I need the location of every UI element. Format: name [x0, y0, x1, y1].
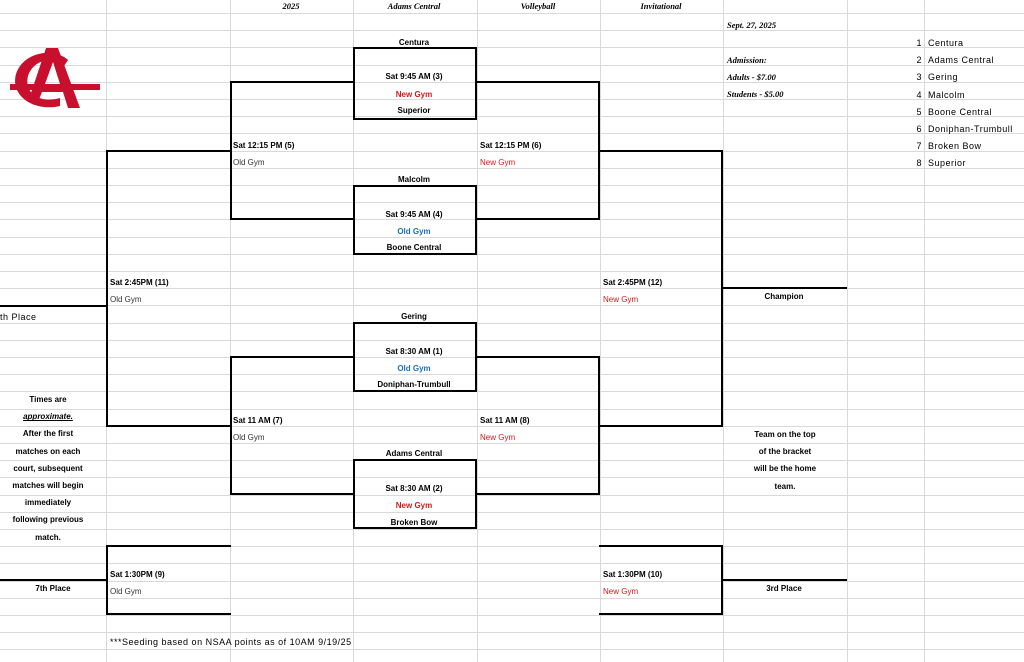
team-doniphan-trumbull: Doniphan-Trumbull [377, 380, 451, 389]
match-8-gym: New Gym [480, 433, 516, 442]
seed-number: 8 [916, 158, 922, 169]
admission-adults: Adults - $7.00 [727, 72, 776, 82]
home-note-line: team. [774, 481, 796, 491]
seed-number: 1 [916, 38, 922, 48]
home-note-line: Team on the top [754, 430, 816, 439]
match-2-time: Sat 8:30 AM (2) [385, 484, 443, 493]
header-sport: Volleyball [520, 1, 556, 11]
times-note-line: immediately [24, 498, 72, 508]
champion-label: Champion [764, 292, 804, 301]
match-10-time: Sat 1:30PM (10) [603, 570, 663, 579]
seed-number: 6 [916, 124, 922, 134]
team-adams-central: Adams Central [385, 449, 443, 458]
seed-number: 5 [916, 106, 922, 117]
team-gering: Gering [401, 312, 427, 321]
team-malcolm: Malcolm [397, 175, 430, 184]
seed-number: 3 [916, 72, 922, 83]
match-12-gym: New Gym [603, 295, 639, 304]
seed-team: Broken Bow [928, 141, 982, 152]
match-1-time: Sat 8:30 AM (1) [385, 347, 443, 356]
ac-logo [10, 48, 100, 108]
seeding-footnote: ***Seeding based on NSAA points as of 10… [110, 637, 352, 647]
match-1-gym: Old Gym [397, 364, 431, 373]
third-place-label: 3rd Place [766, 584, 802, 593]
match-7-time: Sat 11 AM (7) [233, 416, 283, 425]
admission-students: Students - $5.00 [727, 89, 784, 99]
times-note-line: matches will begin [12, 481, 84, 490]
team-broken-bow: Broken Bow [390, 518, 438, 527]
header-event: Invitational [640, 1, 682, 11]
header-year: 2025 [282, 1, 300, 11]
header-school: Adams Central [387, 1, 441, 11]
match-6-time: Sat 12:15 PM (6) [480, 141, 542, 150]
match-3-time: Sat 9:45 AM (3) [385, 72, 443, 81]
seed-team: Doniphan-Trumbull [928, 124, 1013, 134]
match-4-gym: Old Gym [397, 227, 431, 236]
match-12-time: Sat 2:45PM (12) [603, 278, 663, 287]
match-5-gym: Old Gym [233, 158, 265, 167]
match-8-time: Sat 11 AM (8) [480, 416, 530, 425]
times-note-line: following previous [12, 515, 84, 525]
match-7-gym: Old Gym [233, 433, 265, 442]
times-note-line: matches on each [15, 446, 81, 456]
match-2-gym: New Gym [395, 501, 433, 510]
match-3-gym: New Gym [395, 90, 433, 99]
seed-team: Gering [928, 72, 959, 83]
team-boone-central: Boone Central [386, 243, 442, 252]
match-10-gym: New Gym [603, 587, 639, 596]
times-note-line: Times are [29, 395, 67, 404]
event-date: Sept. 27, 2025 [727, 20, 777, 30]
times-note-line: match. [35, 532, 61, 542]
seed-team: Boone Central [928, 106, 993, 117]
match-6-gym: New Gym [480, 158, 516, 167]
match-4-time: Sat 9:45 AM (4) [385, 210, 443, 219]
seed-team: Centura [928, 38, 964, 48]
match-11-time: Sat 2:45PM (11) [110, 278, 169, 287]
times-note-line: approximate. [23, 412, 73, 422]
match-11-gym: Old Gym [110, 295, 142, 304]
seed-team: Malcolm [928, 89, 966, 100]
match-9-time: Sat 1:30PM (9) [110, 570, 165, 579]
team-superior: Superior [397, 106, 431, 115]
seed-team: Superior [928, 158, 967, 169]
seed-number: 7 [916, 141, 922, 152]
admission-title: Admission: [727, 55, 767, 65]
times-note-line: After the first [22, 429, 74, 439]
match-9-gym: Old Gym [110, 587, 142, 596]
team-centura: Centura [398, 38, 430, 47]
home-note-line: will be the home [753, 464, 817, 474]
seed-number: 4 [916, 89, 922, 100]
times-note-line: court, subsequent [13, 463, 83, 473]
seventh-place-label: 7th Place [35, 584, 71, 593]
fifth-place-label: th Place [0, 312, 37, 322]
match-5-time: Sat 12:15 PM (5) [233, 141, 295, 150]
seed-number: 2 [916, 55, 922, 66]
home-note-line: of the bracket [758, 447, 812, 457]
seed-team: Adams Central [928, 55, 995, 66]
